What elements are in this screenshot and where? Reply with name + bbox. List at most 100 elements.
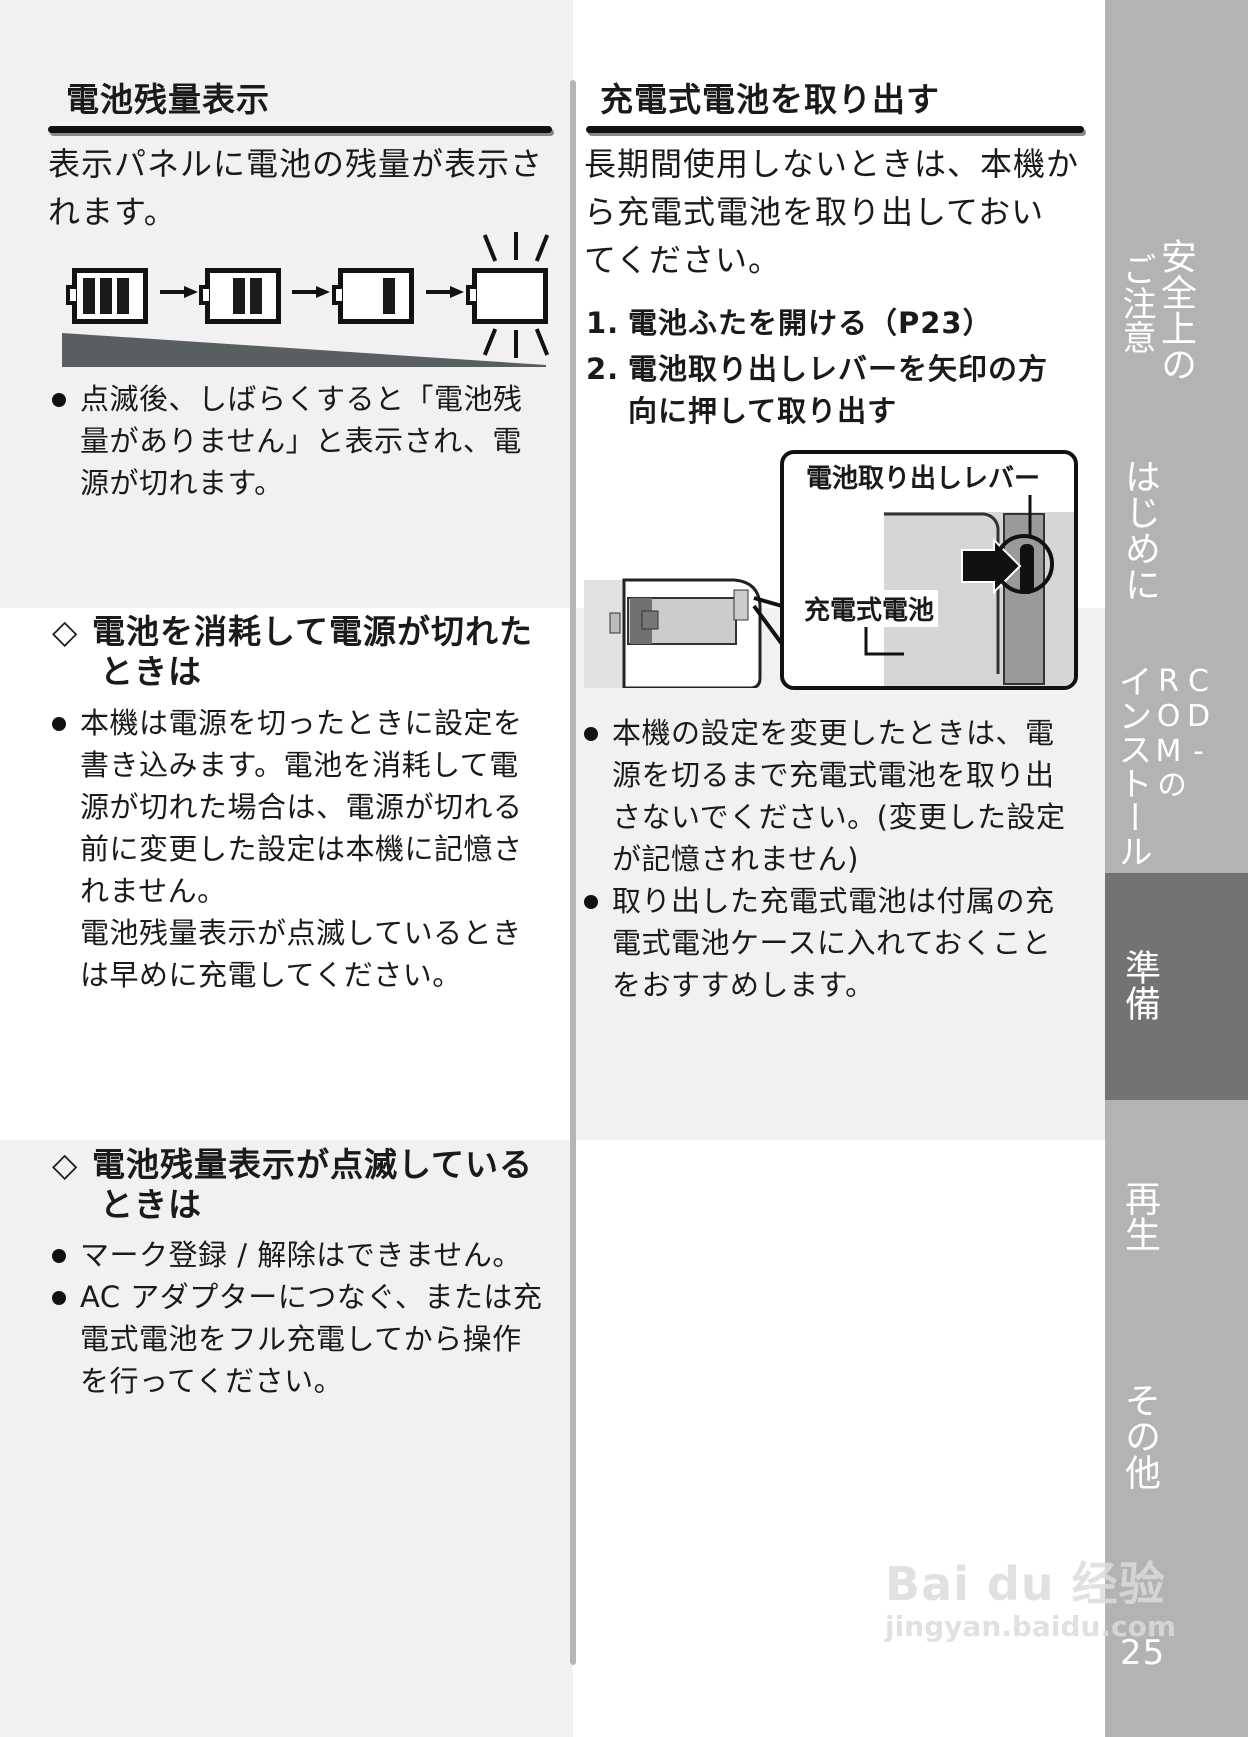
step-item: 2. 電池取り出しレバーを矢印の方 向に押して取り出す xyxy=(586,348,1096,432)
diamond-icon: ◇ xyxy=(52,612,79,651)
step-number: 1. xyxy=(586,306,620,340)
battery-two-thirds-icon xyxy=(199,268,281,324)
zoom-callout: 電池取り出しレバー 充電式電池 xyxy=(780,450,1078,690)
remove-steps: 1. 電池ふたを開ける（P23） 2. 電池取り出しレバーを矢印の方 向に押して… xyxy=(586,302,1096,436)
label-battery-lever: 電池取り出しレバー xyxy=(802,458,1045,495)
label-rechargeable-battery: 充電式電池 xyxy=(800,590,939,627)
list-item: 点滅後、しばらくすると「電池残 量がありません」と表示され、電 源が切れます。 xyxy=(52,378,562,504)
battery-removal-illustration: 電池取り出しレバー 充電式電池 xyxy=(584,448,1084,690)
right-band-bottom xyxy=(573,1140,1105,1737)
diamond-icon: ◇ xyxy=(52,1145,79,1184)
bullet-line: 取り出した充電式電池は付属の充 xyxy=(612,884,1055,918)
bullet-line: 電式電池ケースに入れておくこと xyxy=(612,926,1052,960)
bullet-line: を行ってください。 xyxy=(80,1364,344,1398)
list-item: 本機の設定を変更したときは、電 源を切るまで充電式電池を取り出 さないでください… xyxy=(584,712,1104,880)
battery-empty-blinking-icon xyxy=(466,268,548,324)
bullet-line: 点滅後、しばらくすると「電池残 xyxy=(80,382,523,416)
page-number: 25 xyxy=(1120,1633,1166,1673)
title-underline xyxy=(586,126,1084,133)
column-divider xyxy=(570,80,576,1665)
section-title-battery-level: 電池残量表示 xyxy=(66,80,270,119)
tab-label: 安全上の xyxy=(1155,238,1196,382)
subsection-title-depleted: ◇ 電池を消耗して電源が切れた ときは xyxy=(52,612,572,692)
right-band-middle xyxy=(573,608,1105,1140)
list-item: 取り出した充電式電池は付属の充 電式電池ケースに入れておくこと をおすすめします… xyxy=(584,880,1104,1006)
left-band-bottom xyxy=(0,1140,573,1737)
bullet-line: が記憶されません) xyxy=(612,842,859,876)
bullet-line: 本機は電源を切ったときに設定を xyxy=(80,706,523,740)
title-underline xyxy=(48,126,552,133)
title-line: 電池残量表示が点滅している xyxy=(92,1145,534,1184)
step-number: 2. xyxy=(586,352,620,386)
tab-label: はじめに xyxy=(1119,458,1160,602)
bullet-line: 源が切れた場合は、電源が切れる xyxy=(80,790,523,824)
list-item: AC アダプターにつなぐ、または充 電式電池をフル充電してから操作 を行ってくだ… xyxy=(52,1276,572,1402)
bullet-icon xyxy=(52,393,66,407)
bullet-line: 前に変更した設定は本機に記憶さ xyxy=(80,832,523,866)
intro-line: れます。 xyxy=(48,193,177,231)
device-battery-compartment-icon xyxy=(584,578,784,688)
battery-full-icon xyxy=(66,268,148,324)
baidu-watermark: Bai du 经验 jingyan.baidu.com xyxy=(885,1548,1176,1643)
bullet-line: 量がありません」と表示され、電 xyxy=(80,424,522,458)
tab-label: インストール xyxy=(1112,664,1152,868)
bullet-line: マーク登録 / 解除はできません。 xyxy=(80,1238,522,1272)
battery-one-third-icon xyxy=(332,268,414,324)
intro-line: ら充電式電池を取り出しておい xyxy=(584,193,1045,231)
watermark-logo-text: Bai du 经验 xyxy=(885,1557,1166,1611)
bullet-line: をおすすめします。 xyxy=(612,968,875,1002)
step-line: 電池ふたを開ける（P23） xyxy=(628,306,993,340)
chapter-index-tabs: 安全上の ご注意 はじめに CD-ROMの インストール 準備 再生 その他 xyxy=(1105,0,1248,1737)
blinking-notes: マーク登録 / 解除はできません。 AC アダプターにつなぐ、または充 電式電池… xyxy=(52,1234,572,1402)
intro-line: 長期間使用しないときは、本機か xyxy=(584,145,1080,183)
watermark-url: jingyan.baidu.com xyxy=(885,1610,1177,1643)
bullet-line: 源を切るまで充電式電池を取り出 xyxy=(612,758,1055,792)
bullet-line: は早めに充電してください。 xyxy=(80,958,462,992)
depleted-notes: 本機は電源を切ったときに設定を 書き込みます。電池を消耗して電 源が切れた場合は… xyxy=(52,702,572,996)
bullet-line: 電池残量表示が点滅しているとき xyxy=(80,916,522,950)
bullet-line: さないでください。(変更した設定 xyxy=(612,800,1066,834)
tab-preparation[interactable]: 準備 xyxy=(1105,873,1248,1100)
tab-safety[interactable]: 安全上の ご注意 xyxy=(1105,200,1248,430)
step-line: 電池取り出しレバーを矢印の方 xyxy=(628,352,1049,386)
bullet-icon xyxy=(584,895,598,909)
step-line: 向に押して取り出す xyxy=(628,394,898,428)
battery-intro: 表示パネルに電池の残量が表示さ れます。 xyxy=(48,140,568,236)
title-line: 電池を消耗して電源が切れた xyxy=(92,612,534,651)
tab-other[interactable]: その他 xyxy=(1105,1370,1248,1510)
bullet-line: AC アダプターにつなぐ、または充 xyxy=(80,1280,543,1314)
bullet-line: れません。 xyxy=(80,874,227,908)
bullet-line: 本機の設定を変更したときは、電 xyxy=(612,716,1055,750)
bullet-icon xyxy=(52,1249,66,1263)
bullet-line: 源が切れます。 xyxy=(80,466,284,500)
intro-line: てください。 xyxy=(584,241,782,279)
tab-label: その他 xyxy=(1119,1382,1160,1490)
remove-notes: 本機の設定を変更したときは、電 源を切るまで充電式電池を取り出 さないでください… xyxy=(584,712,1104,1006)
left-band-middle xyxy=(0,608,573,1140)
tab-label: 再生 xyxy=(1119,1180,1160,1252)
battery-notes: 点滅後、しばらくすると「電池残 量がありません」と表示され、電 源が切れます。 xyxy=(52,378,562,504)
step-item: 1. 電池ふたを開ける（P23） xyxy=(586,302,1096,344)
section-title-remove-battery: 充電式電池を取り出す xyxy=(600,80,940,119)
remove-intro: 長期間使用しないときは、本機か ら充電式電池を取り出しておい てください。 xyxy=(584,140,1104,284)
right-arrow-icon xyxy=(426,286,464,298)
bullet-line: 電式電池をフル充電してから操作 xyxy=(80,1322,522,1356)
title-line: ときは xyxy=(100,652,202,691)
bullet-icon xyxy=(52,1291,66,1305)
tab-introduction[interactable]: はじめに xyxy=(1105,440,1248,640)
subsection-title-blinking: ◇ 電池残量表示が点滅している ときは xyxy=(52,1145,572,1225)
tab-label: CD-ROMの xyxy=(1151,664,1216,799)
tab-playback[interactable]: 再生 xyxy=(1105,1160,1248,1300)
intro-line: 表示パネルに電池の残量が表示さ xyxy=(48,145,544,183)
tab-cdrom-install[interactable]: CD-ROMの インストール xyxy=(1105,650,1248,873)
right-arrow-icon xyxy=(292,286,330,298)
list-item: マーク登録 / 解除はできません。 xyxy=(52,1234,572,1276)
title-line: ときは xyxy=(100,1185,202,1224)
battery-level-diagram xyxy=(66,232,550,358)
tab-label: 準備 xyxy=(1119,949,1160,1021)
list-item: 本機は電源を切ったときに設定を 書き込みます。電池を消耗して電 源が切れた場合は… xyxy=(52,702,572,996)
tab-label: ご注意 xyxy=(1116,252,1156,354)
bullet-line: 書き込みます。電池を消耗して電 xyxy=(80,748,519,782)
bullet-icon xyxy=(584,727,598,741)
right-arrow-icon xyxy=(160,286,198,298)
